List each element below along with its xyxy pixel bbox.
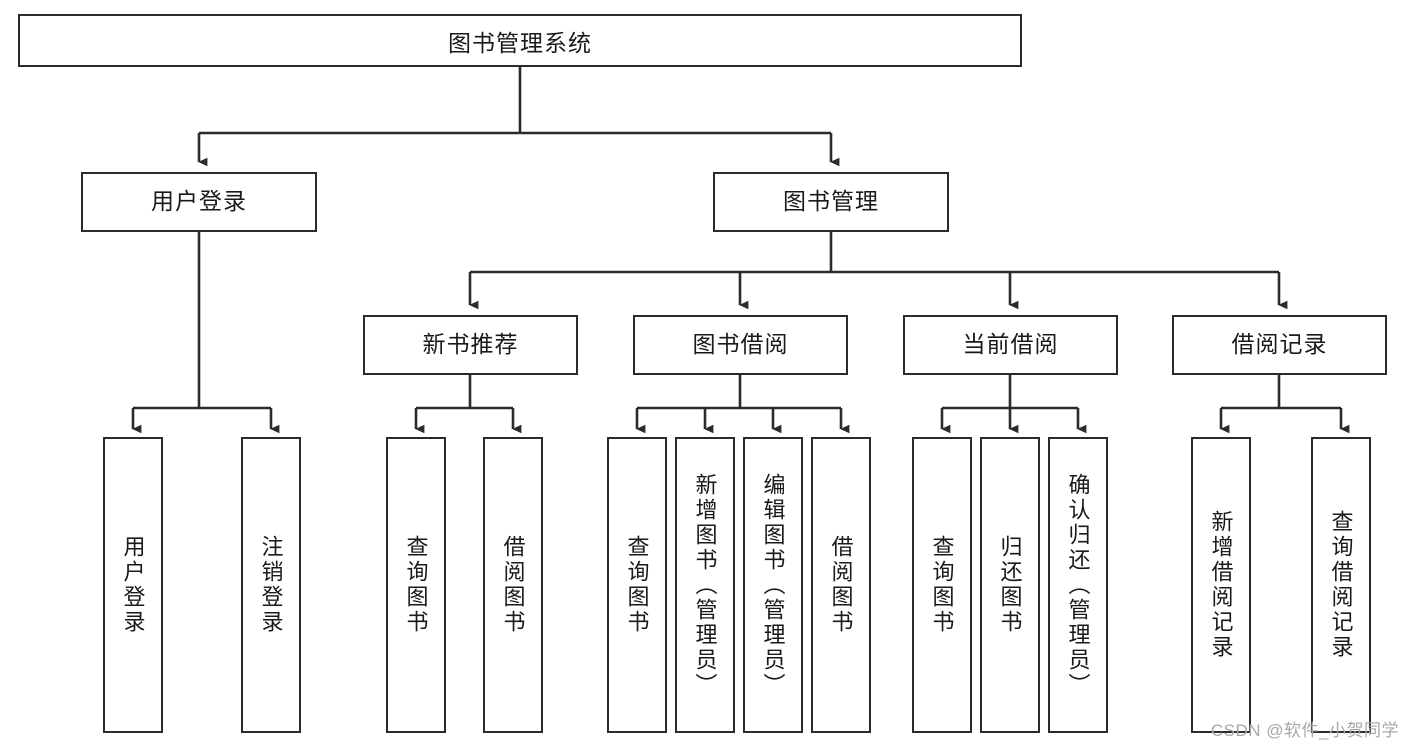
node-label: 查询图书	[403, 535, 429, 635]
node-label: 查询借阅记录	[1328, 510, 1354, 660]
node-label: 借阅记录	[1231, 331, 1328, 358]
node-label: 用户登录	[151, 188, 247, 215]
watermark-text: CSDN @软件_小贺同学	[1210, 721, 1399, 740]
node-label: 用户登录	[120, 535, 146, 635]
leaf-records-query-record[interactable]: 查询借阅记录	[1311, 437, 1371, 733]
leaf-borrow-borrow-book[interactable]: 借阅图书	[811, 437, 871, 733]
node-label: 确认归还（管理员）	[1065, 472, 1091, 698]
node-label: 借阅图书	[828, 535, 854, 635]
node-label: 图书管理	[783, 188, 879, 215]
node-label: 图书借阅	[692, 331, 789, 358]
node-borrow-records[interactable]: 借阅记录	[1172, 315, 1387, 375]
leaf-recommend-query-book[interactable]: 查询图书	[386, 437, 446, 733]
node-label: 新增图书（管理员）	[692, 472, 718, 698]
node-label: 注销登录	[258, 535, 284, 635]
leaf-user-login-logout[interactable]: 注销登录	[241, 437, 301, 733]
leaf-current-return-book[interactable]: 归还图书	[980, 437, 1040, 733]
node-label: 图书管理系统	[448, 29, 592, 56]
node-book-management-system[interactable]: 图书管理系统	[18, 14, 1022, 67]
node-new-book-recommend[interactable]: 新书推荐	[363, 315, 578, 375]
node-label: 新书推荐	[422, 331, 519, 358]
leaf-records-add-record[interactable]: 新增借阅记录	[1191, 437, 1251, 733]
node-label: 归还图书	[997, 535, 1023, 635]
node-label: 新增借阅记录	[1208, 510, 1234, 660]
leaf-borrow-edit-book-admin[interactable]: 编辑图书（管理员）	[743, 437, 803, 733]
node-user-login[interactable]: 用户登录	[81, 172, 317, 232]
leaf-current-query-book[interactable]: 查询图书	[912, 437, 972, 733]
leaf-recommend-borrow-book[interactable]: 借阅图书	[483, 437, 543, 733]
node-current-borrow[interactable]: 当前借阅	[903, 315, 1118, 375]
leaf-current-confirm-return-admin[interactable]: 确认归还（管理员）	[1048, 437, 1108, 733]
leaf-user-login-login[interactable]: 用户登录	[103, 437, 163, 733]
node-book-management[interactable]: 图书管理	[713, 172, 949, 232]
node-label: 借阅图书	[500, 535, 526, 635]
node-label: 查询图书	[929, 535, 955, 635]
leaf-borrow-query-book[interactable]: 查询图书	[607, 437, 667, 733]
node-label: 编辑图书（管理员）	[760, 472, 786, 698]
leaf-borrow-add-book-admin[interactable]: 新增图书（管理员）	[675, 437, 735, 733]
node-label: 当前借阅	[962, 331, 1059, 358]
node-label: 查询图书	[624, 535, 650, 635]
node-book-borrow[interactable]: 图书借阅	[633, 315, 848, 375]
